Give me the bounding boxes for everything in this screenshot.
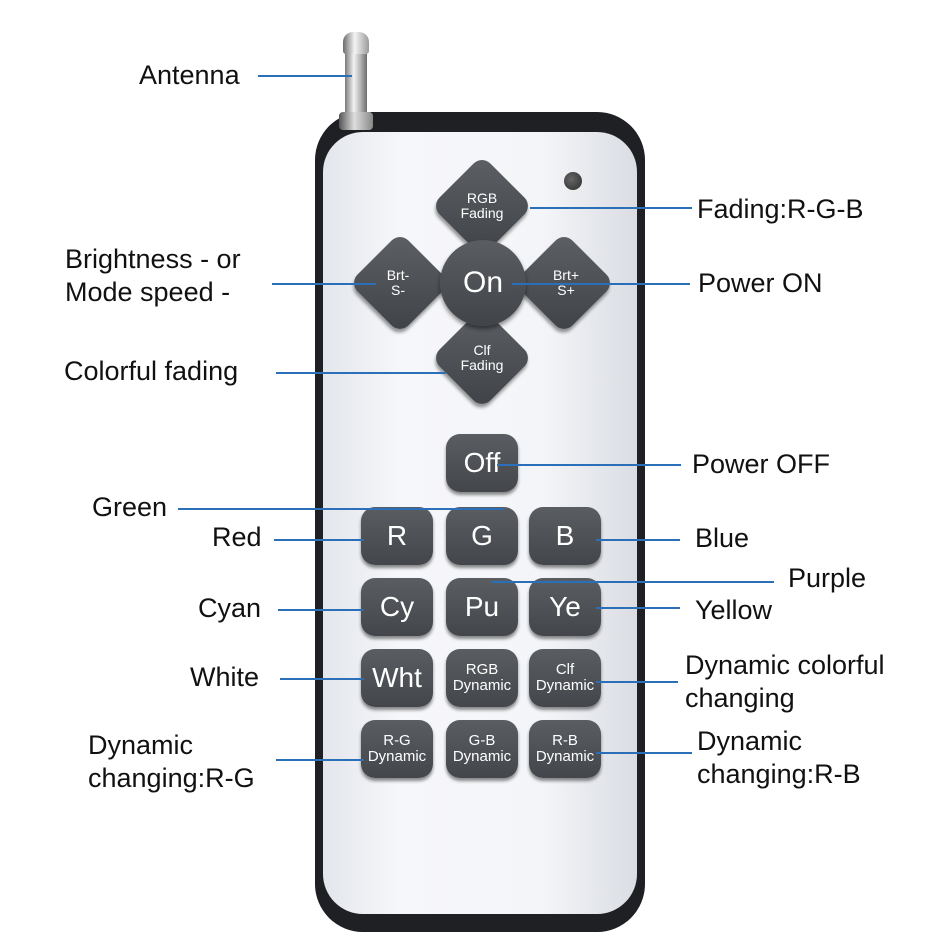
antenna-rod (345, 50, 367, 130)
leader-colorful-fading (276, 372, 446, 374)
purple-button[interactable]: Pu (446, 578, 518, 636)
antenna-base (339, 112, 373, 130)
leader-white (280, 678, 364, 680)
clf-fading-button[interactable]: Clf Fading (460, 341, 504, 373)
label-colorful-fading: Colorful fading (64, 356, 239, 386)
brt-minus-button[interactable]: Brt- S- (386, 266, 410, 298)
label-dyn-rg-line1: Dynamic (88, 730, 194, 760)
green-button[interactable]: G (446, 507, 518, 565)
label-dyn-rb-line2: changing:R-B (697, 759, 861, 789)
label-brightness-line2: Mode speed - (65, 277, 231, 307)
leader-power-on (512, 283, 690, 285)
leader-dyn-rb (596, 752, 692, 754)
label-blue: Blue (695, 523, 750, 553)
leader-green (178, 508, 504, 510)
label-power-on: Power ON (698, 268, 823, 298)
label-green: Green (92, 492, 168, 522)
label-fading-rgb: Fading:R-G-B (697, 194, 864, 224)
leader-power-off (497, 464, 681, 466)
label-red: Red (212, 522, 262, 552)
off-button[interactable]: Off (446, 434, 518, 492)
leader-blue (596, 539, 680, 541)
rg-dynamic-button[interactable]: R-G Dynamic (361, 720, 433, 778)
rgb-fading-button[interactable]: RGB Fading (460, 189, 504, 221)
leader-purple (492, 581, 774, 583)
cyan-button[interactable]: Cy (361, 578, 433, 636)
rgb-dynamic-button[interactable]: RGB Dynamic (446, 649, 518, 707)
label-power-off: Power OFF (692, 449, 831, 479)
blue-button[interactable]: B (529, 507, 601, 565)
label-dyn-colorful-line2: changing (685, 683, 795, 713)
leader-yellow (596, 607, 680, 609)
label-white: White (190, 662, 260, 692)
clf-dynamic-button[interactable]: Clf Dynamic (529, 649, 601, 707)
label-brightness-line1: Brightness - or (65, 244, 241, 274)
brt-plus-button[interactable]: Brt+ S+ (552, 266, 580, 298)
leader-antenna (258, 75, 352, 77)
white-button[interactable]: Wht (361, 649, 433, 707)
leader-dyn-colorful (596, 681, 678, 683)
label-dyn-colorful-line1: Dynamic colorful (685, 650, 885, 680)
leader-dyn-rg (276, 759, 364, 761)
label-dyn-rb-line1: Dynamic (697, 726, 803, 756)
indicator-led-icon (564, 172, 582, 190)
gb-dynamic-button[interactable]: G-B Dynamic (446, 720, 518, 778)
leader-red (274, 539, 364, 541)
label-antenna: Antenna (139, 60, 240, 90)
on-button[interactable]: On (440, 240, 526, 326)
leader-fading-rgb (530, 207, 692, 209)
red-button[interactable]: R (361, 507, 433, 565)
yellow-button[interactable]: Ye (529, 578, 601, 636)
rb-dynamic-button[interactable]: R-B Dynamic (529, 720, 601, 778)
leader-brightness (272, 283, 376, 285)
label-dyn-rg-line2: changing:R-G (88, 763, 255, 793)
leader-cyan (278, 609, 364, 611)
antenna-tip (343, 32, 369, 54)
label-yellow: Yellow (695, 595, 773, 625)
label-purple: Purple (788, 563, 867, 593)
label-cyan: Cyan (198, 593, 262, 623)
